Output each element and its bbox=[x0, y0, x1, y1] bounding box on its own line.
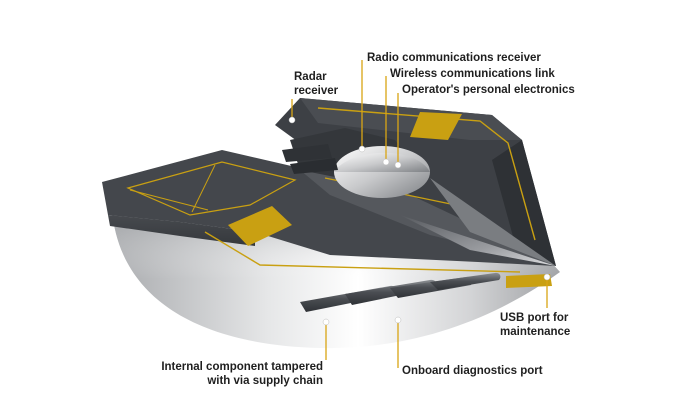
label-radar-line2: receiver bbox=[294, 85, 339, 97]
usb-port-panel bbox=[506, 274, 552, 288]
label-radio-communications-receiver: Radio communications receiver bbox=[367, 52, 541, 64]
label-internal-line1: Internal component tampered bbox=[161, 361, 323, 373]
front-accent-panel bbox=[228, 206, 292, 246]
label-usb-line2: maintenance bbox=[500, 326, 571, 338]
underside-tubes bbox=[300, 272, 501, 312]
label-onboard-diagnostics-port: Onboard diagnostics port bbox=[402, 365, 543, 377]
label-internal-component: Internal component tampered with via sup… bbox=[156, 360, 323, 388]
label-operators-personal-electronics: Operator's personal electronics bbox=[402, 84, 575, 96]
label-radar-line1: Radar bbox=[294, 71, 327, 83]
leader-lines bbox=[291, 60, 548, 368]
label-wireless-communications-link: Wireless communications link bbox=[390, 68, 555, 80]
label-usb-port: USB port for maintenance bbox=[500, 311, 570, 339]
label-internal-line2: with via supply chain bbox=[207, 375, 323, 387]
label-radar-receiver: Radar receiver bbox=[294, 70, 338, 98]
label-usb-line1: USB port for bbox=[500, 312, 569, 324]
leader-dots bbox=[288, 116, 551, 326]
rear-accent-panel bbox=[410, 112, 462, 140]
